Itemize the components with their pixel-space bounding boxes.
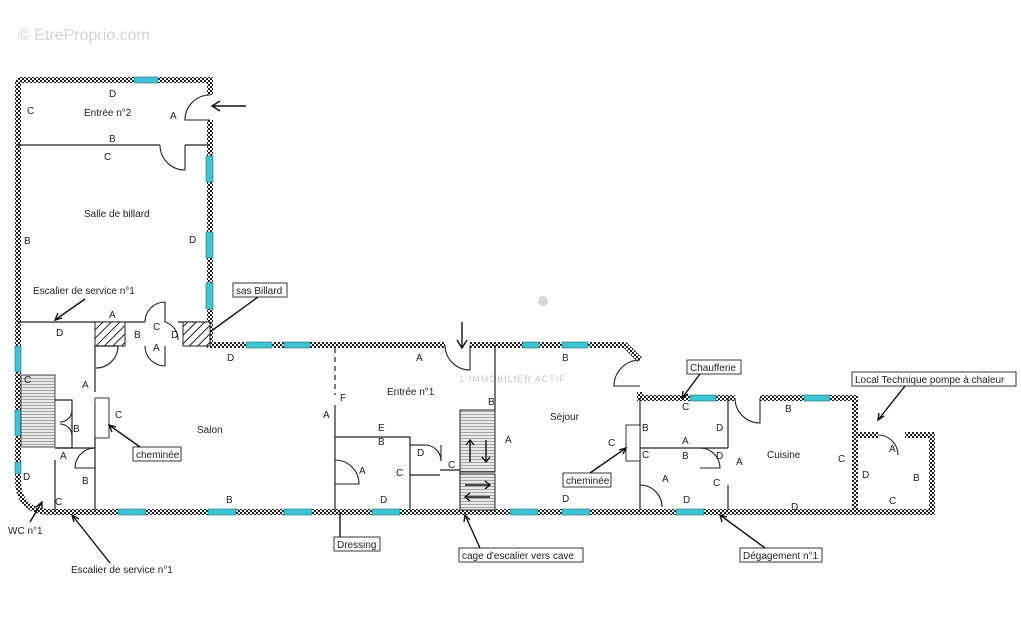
callouts: Escalier de service n°1 sas Billard chem…: [8, 282, 1017, 576]
svg-text:C: C: [104, 152, 111, 163]
callout-cheminee-salon: cheminée: [136, 450, 180, 461]
svg-text:B: B: [226, 495, 233, 506]
svg-text:D: D: [56, 328, 63, 339]
outer-walls: [15, 77, 935, 515]
svg-text:D: D: [417, 448, 424, 459]
svg-text:D: D: [109, 89, 116, 100]
svg-text:A: A: [153, 343, 160, 354]
svg-text:B: B: [134, 330, 141, 341]
callout-chaufferie: Chaufferie: [690, 363, 736, 374]
service-stairs: [20, 374, 56, 448]
watermark: © EtreProprio.com: [18, 27, 150, 44]
svg-text:C: C: [153, 322, 160, 333]
svg-text:B: B: [109, 134, 116, 145]
svg-text:A: A: [82, 380, 89, 391]
callout-sas-billard: sas Billard: [236, 286, 282, 297]
svg-text:B: B: [682, 451, 689, 462]
room-billard: Salle de billard: [84, 209, 150, 220]
svg-text:D: D: [189, 235, 196, 246]
svg-text:F: F: [340, 393, 346, 404]
svg-text:B: B: [82, 476, 89, 487]
svg-text:C: C: [396, 468, 403, 479]
svg-text:A: A: [416, 353, 423, 364]
svg-text:D: D: [683, 495, 690, 506]
svg-text:C: C: [838, 454, 845, 465]
svg-text:C: C: [27, 106, 34, 117]
sas-right-block: [182, 321, 211, 347]
svg-text:D: D: [227, 353, 234, 364]
callout-dressing: Dressing: [337, 540, 376, 551]
room-entree2: Entrée n°2: [84, 108, 132, 119]
svg-text:E: E: [378, 423, 385, 434]
svg-text:D: D: [23, 472, 30, 483]
doors: [59, 94, 899, 508]
svg-text:B: B: [73, 424, 80, 435]
callout-local-technique: Local Technique pompe à chaleur: [855, 375, 1005, 386]
callout-cage-escalier: cage d'escalier vers cave: [462, 551, 574, 562]
agency-watermark: L'IMMOBILIER ACTIF: [460, 374, 566, 384]
svg-text:B: B: [488, 397, 495, 408]
cellar-stairs-lower: [459, 473, 496, 511]
svg-text:B: B: [378, 437, 385, 448]
svg-text:C: C: [642, 450, 649, 461]
svg-text:A: A: [170, 111, 177, 122]
room-labels: Entrée n°2 Salle de billard Salon Entrée…: [84, 108, 801, 461]
cellar-stairs-upper: [459, 409, 496, 473]
callout-cheminee-sejour: cheminée: [566, 476, 610, 487]
svg-text:A: A: [109, 310, 116, 321]
room-salon: Salon: [197, 425, 223, 436]
svg-text:C: C: [889, 496, 896, 507]
svg-text:C: C: [24, 375, 31, 386]
svg-text:C: C: [115, 410, 122, 421]
room-sejour: Séjour: [550, 412, 580, 423]
stair-arrows: [463, 438, 492, 502]
svg-text:D: D: [171, 330, 178, 341]
svg-text:B: B: [642, 423, 649, 434]
inner-walls: [18, 144, 729, 511]
svg-text:A: A: [323, 410, 330, 421]
svg-text:D: D: [862, 470, 869, 481]
svg-text:D: D: [380, 495, 387, 506]
callout-escalier-top: Escalier de service n°1: [33, 286, 135, 297]
svg-text:D: D: [791, 502, 798, 513]
svg-text:D: D: [716, 423, 723, 434]
sas-left-block: [94, 321, 126, 347]
svg-text:B: B: [785, 404, 792, 415]
svg-text:A: A: [359, 466, 366, 477]
callout-escalier-bottom: Escalier de service n°1: [71, 565, 173, 576]
svg-text:A: A: [736, 457, 743, 468]
callout-wc: WC n°1: [8, 526, 43, 537]
svg-text:C: C: [713, 478, 720, 489]
svg-text:B: B: [24, 236, 31, 247]
svg-text:B: B: [562, 353, 569, 364]
svg-text:C: C: [682, 402, 689, 413]
room-entree1: Entrée n°1: [387, 387, 435, 398]
svg-text:A: A: [662, 474, 669, 485]
svg-text:D: D: [716, 451, 723, 462]
room-cuisine: Cuisine: [767, 450, 801, 461]
svg-text:C: C: [448, 460, 455, 471]
watermark-dot: [538, 296, 548, 306]
windows: [14, 76, 831, 516]
svg-text:D: D: [562, 494, 569, 505]
wall-letters: D C A B C B D A D B C D A C A C B A B D …: [23, 89, 920, 513]
entrance-arrows: [210, 100, 468, 350]
svg-text:A: A: [889, 444, 896, 455]
svg-text:C: C: [608, 438, 615, 449]
svg-text:C: C: [55, 497, 62, 508]
svg-text:A: A: [505, 435, 512, 446]
svg-text:A: A: [682, 436, 689, 447]
svg-text:B: B: [913, 473, 920, 484]
svg-text:A: A: [60, 451, 67, 462]
callout-degagement: Dégagement n°1: [743, 551, 819, 562]
